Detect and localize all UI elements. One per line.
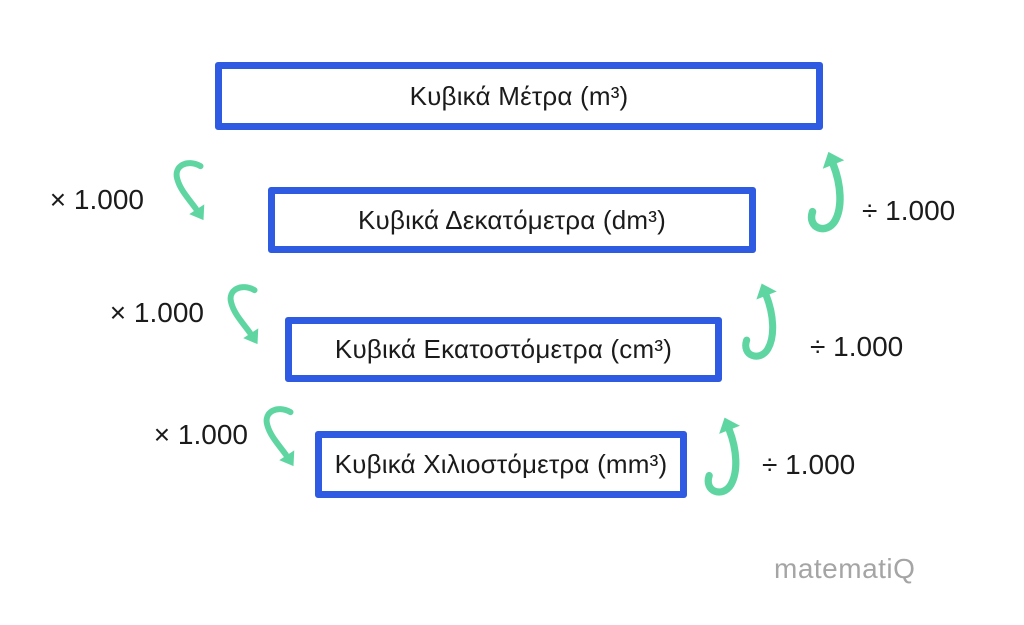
up-arrow-icon-3: [704, 417, 740, 496]
unit-box-mm3-label: Κυβικά Χιλιοστόμετρα (mm³): [334, 449, 668, 479]
divide-label-2: ÷ 1.000: [810, 331, 904, 362]
multiply-label-2: × 1.000: [109, 297, 204, 328]
down-arrow-icon-1: [173, 160, 205, 221]
unit-box-m3: Κυβικά Μέτρα (m³): [215, 62, 823, 130]
down-arrow-icon-3: [263, 406, 295, 467]
down-arrow-icon-2: [227, 284, 259, 345]
divide-label-1: ÷ 1.000: [862, 195, 956, 226]
unit-box-m3-label: Κυβικά Μέτρα (m³): [409, 80, 629, 111]
watermark: matematiQ: [774, 553, 916, 584]
unit-box-dm3-label: Κυβικά Δεκατόμετρα (dm³): [358, 204, 666, 235]
unit-box-dm3: Κυβικά Δεκατόμετρα (dm³): [268, 187, 756, 253]
up-arrow-icon-1: [807, 151, 845, 233]
unit-box-cm3-label: Κυβικά Εκατοστόμετρα (cm³): [334, 334, 673, 364]
unit-box-cm3: Κυβικά Εκατοστόμετρα (cm³): [285, 317, 722, 382]
unit-box-mm3: Κυβικά Χιλιοστόμετρα (mm³): [315, 431, 687, 498]
up-arrow-icon-2: [742, 283, 777, 360]
multiply-label-1: × 1.000: [49, 184, 144, 215]
divide-label-3: ÷ 1.000: [762, 449, 856, 480]
multiply-label-3: × 1.000: [153, 419, 248, 450]
